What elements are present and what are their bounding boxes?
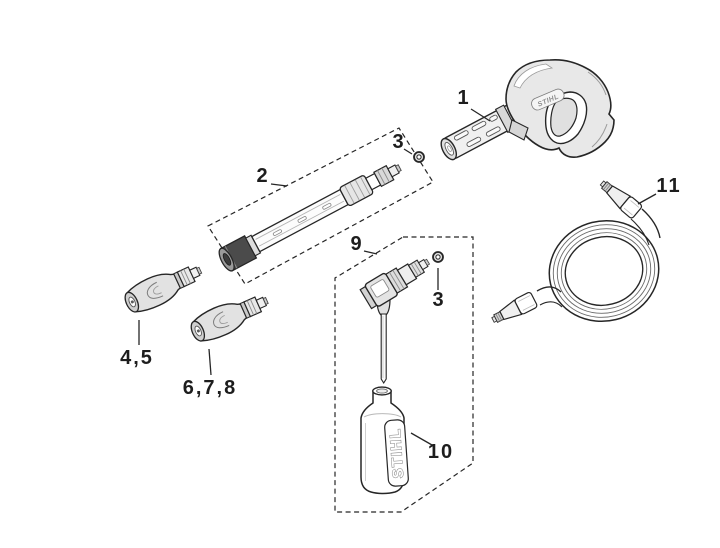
gun-grip-contour bbox=[591, 123, 608, 148]
gun-barrel bbox=[440, 104, 521, 161]
leader-10 bbox=[410, 432, 433, 446]
gun-grip-contour bbox=[587, 71, 607, 96]
spray-head bbox=[359, 258, 431, 310]
hose-fitting-top bbox=[599, 180, 643, 219]
callout-bottle: 10 bbox=[428, 441, 454, 463]
callout-nozzle-left: 4,5 bbox=[120, 347, 154, 369]
o-ring-lower bbox=[432, 251, 444, 263]
callout-spray-gun: 1 bbox=[457, 87, 470, 109]
hose-curve-bottom bbox=[536, 286, 562, 293]
spray-attachment bbox=[359, 258, 431, 385]
dashed-box-spray-set bbox=[334, 236, 474, 513]
nozzle-right bbox=[190, 296, 269, 342]
hose-curve-top-inner bbox=[630, 218, 650, 246]
leader-9 bbox=[363, 250, 378, 255]
o-ring-upper bbox=[413, 151, 425, 163]
bottle-label-panel: STIHL bbox=[384, 419, 409, 487]
high-pressure-hose bbox=[491, 180, 661, 324]
leader-1 bbox=[470, 108, 491, 122]
gun-lower-tab bbox=[508, 119, 529, 141]
leader-2 bbox=[270, 183, 288, 187]
callout-lance: 2 bbox=[256, 165, 269, 187]
hose-curve-bottom-inner bbox=[539, 301, 563, 308]
hose-curve-top bbox=[641, 208, 661, 239]
detergent-bottle: STIHL bbox=[360, 386, 409, 495]
suction-tube bbox=[380, 313, 387, 385]
spray-lance bbox=[218, 164, 402, 272]
callout-nozzle-right: 6,7,8 bbox=[183, 377, 237, 399]
gun-trigger bbox=[550, 97, 578, 137]
callout-oring-lower: 3 bbox=[432, 289, 445, 311]
callout-hose: 11 bbox=[656, 175, 681, 197]
gun-top-highlight bbox=[513, 63, 554, 89]
leader-3-upper bbox=[403, 148, 413, 155]
callout-spray-set: 9 bbox=[350, 233, 363, 255]
leader-6-7-8 bbox=[208, 348, 212, 376]
hose-coil bbox=[548, 219, 660, 323]
hose-fitting-bottom bbox=[491, 291, 538, 324]
callout-oring-upper: 3 bbox=[392, 131, 405, 153]
leader-11 bbox=[637, 193, 657, 205]
bottle-brand-text: STIHL bbox=[387, 427, 408, 479]
nozzle-left bbox=[124, 266, 203, 313]
spray-gun: STIHL bbox=[440, 59, 615, 161]
